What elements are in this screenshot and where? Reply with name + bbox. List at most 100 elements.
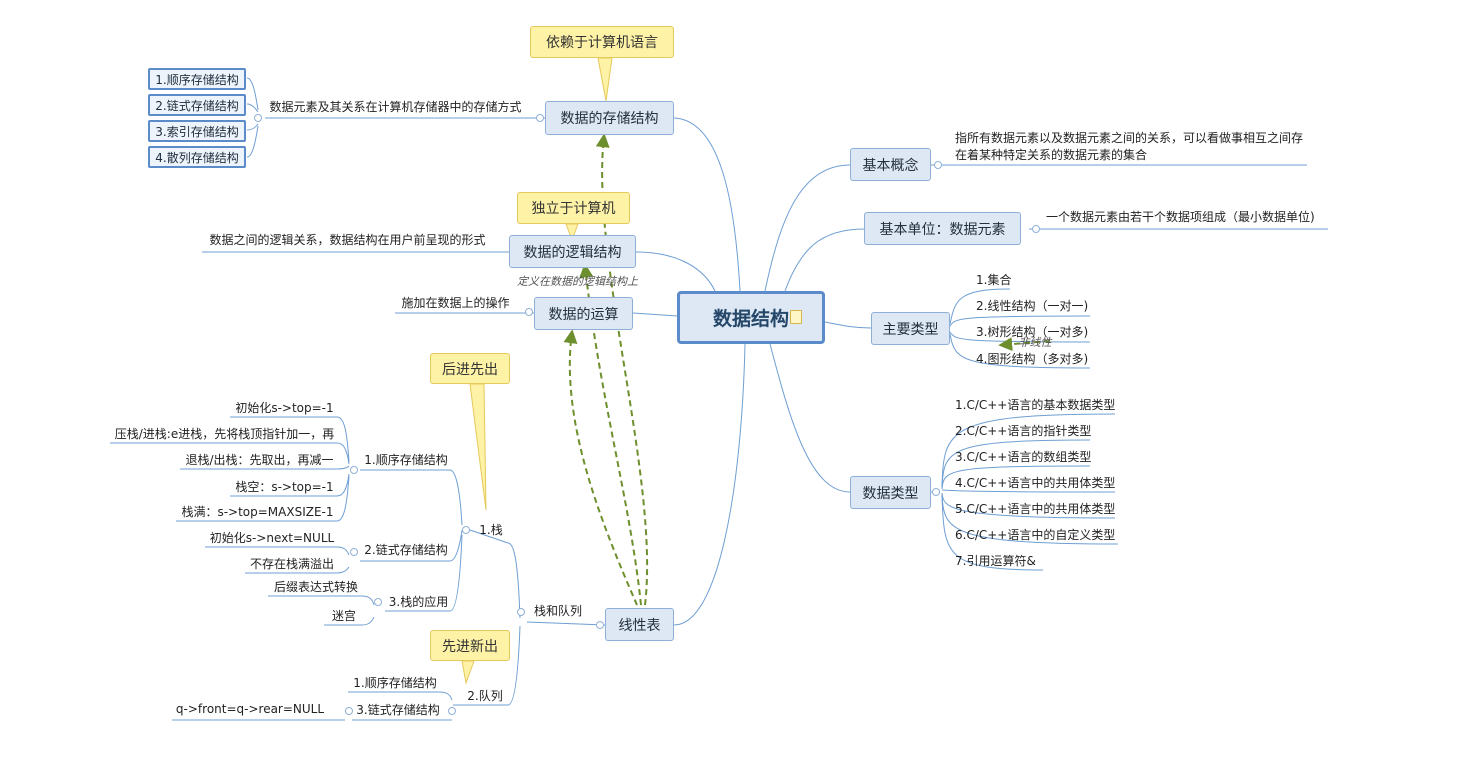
logical-description[interactable]: 数据之间的逻辑关系，数据结构在用户前呈现的形式	[205, 231, 490, 247]
stack-seq-item-3[interactable]: 退栈/出栈：先取出，再减一	[182, 451, 337, 467]
queue-node[interactable]: 2.队列	[462, 687, 508, 703]
topic-linear[interactable]: 线性表	[605, 608, 674, 641]
unit-description-text: 一个数据元素由若干个数据项组成（最小数据单位)	[1046, 209, 1315, 224]
stack-seq-item-2[interactable]: 压栈/进栈:e进栈，先将栈顶指针加一，再	[112, 425, 337, 441]
datatypes-item-5[interactable]: 5.C/C++语言中的共用体类型	[955, 500, 1120, 516]
branch-stack-queue[interactable]: 栈和队列	[528, 602, 588, 618]
stack-seq-item-5[interactable]: 栈满：s->top=MAXSIZE-1	[178, 503, 337, 519]
datatypes-item-5-text: 5.C/C++语言中的共用体类型	[955, 501, 1116, 516]
stack-linked-label: 2.链式存储结构	[364, 542, 448, 557]
stack-app[interactable]: 3.栈的应用	[387, 593, 450, 609]
concept-description-line1[interactable]: 指所有数据元素以及数据元素之间的关系，可以看做事相互之间存	[955, 129, 1305, 145]
concept-description-line2[interactable]: 在着某种特定关系的数据元素的集合	[955, 146, 1305, 162]
storage-item-3[interactable]: 3.索引存储结构	[148, 120, 246, 142]
queue-seq-text: 1.顺序存储结构	[353, 675, 437, 690]
callout-stack[interactable]: 后进先出	[430, 353, 510, 384]
topic-unit[interactable]: 基本单位：数据元素	[864, 212, 1021, 245]
queue-seq[interactable]: 1.顺序存储结构	[350, 674, 440, 690]
types-item-3-text: 3.树形结构（一对多)	[976, 324, 1089, 339]
stack-linked-item-1[interactable]: 初始化s->next=NULL	[207, 529, 337, 545]
topic-operation-label: 数据的运算	[548, 306, 619, 323]
stack-app-item-1-text: 后缀表达式转换	[273, 579, 358, 594]
topic-unit-label: 基本单位：数据元素	[879, 221, 1006, 238]
logical-note: 定义在数据的逻辑结构上	[510, 273, 645, 288]
topic-concept[interactable]: 基本概念	[850, 148, 931, 181]
stack-app-item-2[interactable]: 迷宫	[326, 607, 362, 623]
operation-description[interactable]: 施加在数据上的操作	[398, 294, 513, 310]
datatypes-item-7-text: 7.引用运算符&	[955, 553, 1036, 568]
topic-types[interactable]: 主要类型	[871, 312, 950, 345]
callout-logical[interactable]: 独立于计算机	[517, 192, 630, 224]
topic-storage-label: 数据的存储结构	[560, 111, 659, 127]
callout-queue-text: 先进新出	[442, 638, 498, 655]
storage-item-2-label: 2.链式存储结构	[155, 98, 239, 113]
queue-linked-leaf-text: q->front=q->rear=NULL	[175, 702, 325, 716]
stack-linked-item-2[interactable]: 不存在栈满溢出	[247, 555, 337, 571]
topic-storage[interactable]: 数据的存储结构	[545, 101, 674, 135]
storage-item-1[interactable]: 1.顺序存储结构	[148, 68, 246, 90]
dashed-arrow-nonlinear	[998, 337, 1051, 352]
concept-description-line2-text: 在着某种特定关系的数据元素的集合	[955, 147, 1148, 162]
link-types	[824, 321, 872, 329]
stack-seq-item-4[interactable]: 栈空：s->top=-1	[232, 478, 337, 494]
types-item-3[interactable]: 3.树形结构（一对多)	[976, 323, 1091, 339]
datatypes-item-4[interactable]: 4.C/C++语言中的共用体类型	[955, 474, 1120, 490]
queue-linked[interactable]: 3.链式存储结构	[354, 701, 442, 717]
datatypes-item-3[interactable]: 3.C/C++语言的数组类型	[955, 448, 1095, 464]
unit-description[interactable]: 一个数据元素由若干个数据项组成（最小数据单位)	[1046, 208, 1326, 224]
link-datatypes	[769, 343, 851, 493]
link-storage	[673, 117, 741, 292]
stack-app-label: 3.栈的应用	[388, 594, 449, 609]
callout-queue[interactable]: 先进新出	[430, 630, 510, 661]
stack-linked-item-2-text: 不存在栈满溢出	[249, 556, 334, 571]
topic-logical[interactable]: 数据的逻辑结构	[509, 235, 636, 268]
operation-description-text: 施加在数据上的操作	[401, 295, 510, 310]
stack-seq-item-1[interactable]: 初始化s->top=-1	[232, 399, 337, 415]
datatypes-item-2[interactable]: 2.C/C++语言的指针类型	[955, 422, 1095, 438]
datatypes-item-2-text: 2.C/C++语言的指针类型	[955, 423, 1092, 438]
stack-app-item-1[interactable]: 后缀表达式转换	[270, 578, 362, 594]
storage-item-4[interactable]: 4.散列存储结构	[148, 146, 246, 168]
storage-item-4-label: 4.散列存储结构	[155, 150, 239, 165]
link-linear	[673, 343, 746, 626]
stack-app-item-2-text: 迷宫	[331, 608, 356, 623]
root-topic[interactable]: 数据结构	[677, 291, 825, 344]
storage-description-text: 数据元素及其关系在计算机存储器中的存储方式	[269, 99, 522, 114]
topic-datatypes[interactable]: 数据类型	[850, 476, 931, 509]
stack-seq-item-4-text: 栈空：s->top=-1	[235, 479, 334, 494]
storage-item-2[interactable]: 2.链式存储结构	[148, 94, 246, 116]
topic-types-label: 主要类型	[882, 321, 939, 338]
types-note: 非线性	[1015, 335, 1055, 349]
dashed-arrow-operation	[563, 329, 638, 606]
root-title: 数据结构	[712, 308, 789, 330]
datatypes-item-6[interactable]: 6.C/C++语言中的自定义类型	[955, 526, 1120, 542]
stack-linked[interactable]: 2.链式存储结构	[362, 541, 450, 557]
types-item-2[interactable]: 2.线性结构（一对一)	[976, 297, 1091, 313]
queue-node-label: 2.队列	[467, 688, 503, 703]
queue-linked-text: 3.链式存储结构	[356, 702, 440, 717]
types-item-1[interactable]: 1.集合	[976, 271, 1036, 287]
callout-storage-text: 依赖于计算机语言	[546, 35, 658, 51]
storage-description[interactable]: 数据元素及其关系在计算机存储器中的存储方式	[268, 98, 523, 114]
stack-seq[interactable]: 1.顺序存储结构	[362, 451, 450, 467]
stack-node-label: 1.栈	[479, 522, 503, 537]
datatypes-item-1[interactable]: 1.C/C++语言的基本数据类型	[955, 396, 1120, 412]
queue-linked-leaf[interactable]: q->front=q->rear=NULL	[174, 701, 326, 717]
types-item-4[interactable]: 4.图形结构（多对多)	[976, 350, 1091, 366]
logical-description-text: 数据之间的逻辑关系，数据结构在用户前呈现的形式	[209, 232, 486, 247]
note-icon[interactable]	[790, 310, 802, 324]
concept-description-line1-text: 指所有数据元素以及数据元素之间的关系，可以看做事相互之间存	[955, 130, 1304, 145]
link-unit	[784, 228, 865, 292]
datatypes-item-4-text: 4.C/C++语言中的共用体类型	[955, 475, 1116, 490]
datatypes-item-7[interactable]: 7.引用运算符&	[955, 552, 1045, 568]
callout-storage[interactable]: 依赖于计算机语言	[530, 26, 674, 58]
storage-item-3-label: 3.索引存储结构	[155, 124, 239, 139]
types-note-text: 非线性	[1018, 336, 1052, 349]
storage-item-1-label: 1.顺序存储结构	[155, 72, 239, 87]
callout-logical-text: 独立于计算机	[531, 201, 616, 217]
link-concept	[764, 164, 851, 292]
topic-operation[interactable]: 数据的运算	[534, 297, 633, 330]
stack-seq-item-3-text: 退栈/出栈：先取出，再减一	[185, 452, 334, 467]
stack-node[interactable]: 1.栈	[474, 521, 508, 537]
stack-linked-item-1-text: 初始化s->next=NULL	[209, 530, 335, 545]
